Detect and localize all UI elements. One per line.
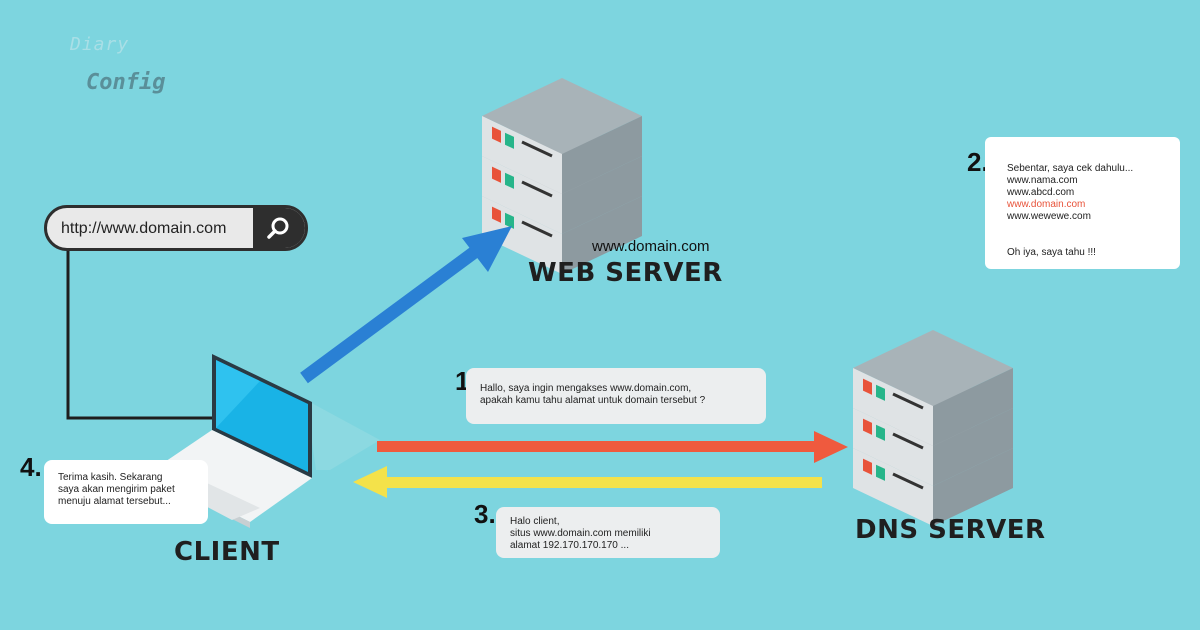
- step-1-message: Hallo, saya ingin mengakses www.domain.c…: [466, 368, 766, 424]
- arrow-to-dns-server: [377, 431, 848, 463]
- connector-line: [66, 251, 236, 420]
- step-2-number: 2.: [967, 147, 989, 177]
- step-3-number: 3.: [474, 499, 496, 529]
- message-line-highlight: www.domain.com: [1007, 199, 1086, 210]
- message-line-blank: [1007, 223, 1180, 235]
- message-line: Hallo, saya ingin mengakses www.domain.c…: [480, 383, 692, 394]
- step-2-message: Sebentar, saya cek dahulu... www.nama.co…: [985, 137, 1180, 269]
- url-bar[interactable]: http://www.domain.com: [44, 205, 308, 251]
- dns-server-icon: [851, 328, 1015, 528]
- web-server-label: WEB SERVER: [528, 258, 723, 288]
- message-line: apakah kamu tahu alamat untuk domain ter…: [480, 395, 706, 406]
- step-4-message: Terima kasih. Sekarang saya akan mengiri…: [44, 460, 208, 524]
- search-icon: [267, 217, 289, 239]
- message-line: www.nama.com: [1007, 175, 1078, 186]
- arrow-to-client: [353, 466, 822, 498]
- dns-server-label: DNS SERVER: [855, 515, 1046, 545]
- brand-logo-diary: Diary: [70, 34, 130, 55]
- web-server-domain: www.domain.com: [592, 238, 710, 255]
- message-line: alamat 192.170.170.170 ...: [510, 540, 629, 551]
- message-line: www.abcd.com: [1007, 187, 1075, 198]
- message-line: saya akan mengirim paket: [58, 484, 175, 495]
- url-text: http://www.domain.com: [61, 220, 227, 237]
- message-line: Oh iya, saya tahu !!!: [1007, 247, 1096, 258]
- client-label: CLIENT: [174, 537, 280, 567]
- search-button[interactable]: [253, 208, 305, 248]
- step-3-message: Halo client, situs www.domain.com memili…: [496, 507, 720, 558]
- message-line: menuju alamat tersebut...: [58, 496, 171, 507]
- laptop-icon: [150, 354, 380, 528]
- message-line: situs www.domain.com memiliki: [510, 528, 651, 539]
- step-4-number: 4.: [20, 452, 42, 482]
- message-line: Terima kasih. Sekarang: [58, 472, 163, 483]
- arrow-to-web-server: [300, 226, 512, 384]
- message-line: Sebentar, saya cek dahulu...: [1007, 163, 1134, 174]
- message-line: www.wewewe.com: [1007, 211, 1091, 222]
- message-line: Halo client,: [510, 516, 560, 527]
- brand-logo-config: Config: [86, 70, 166, 95]
